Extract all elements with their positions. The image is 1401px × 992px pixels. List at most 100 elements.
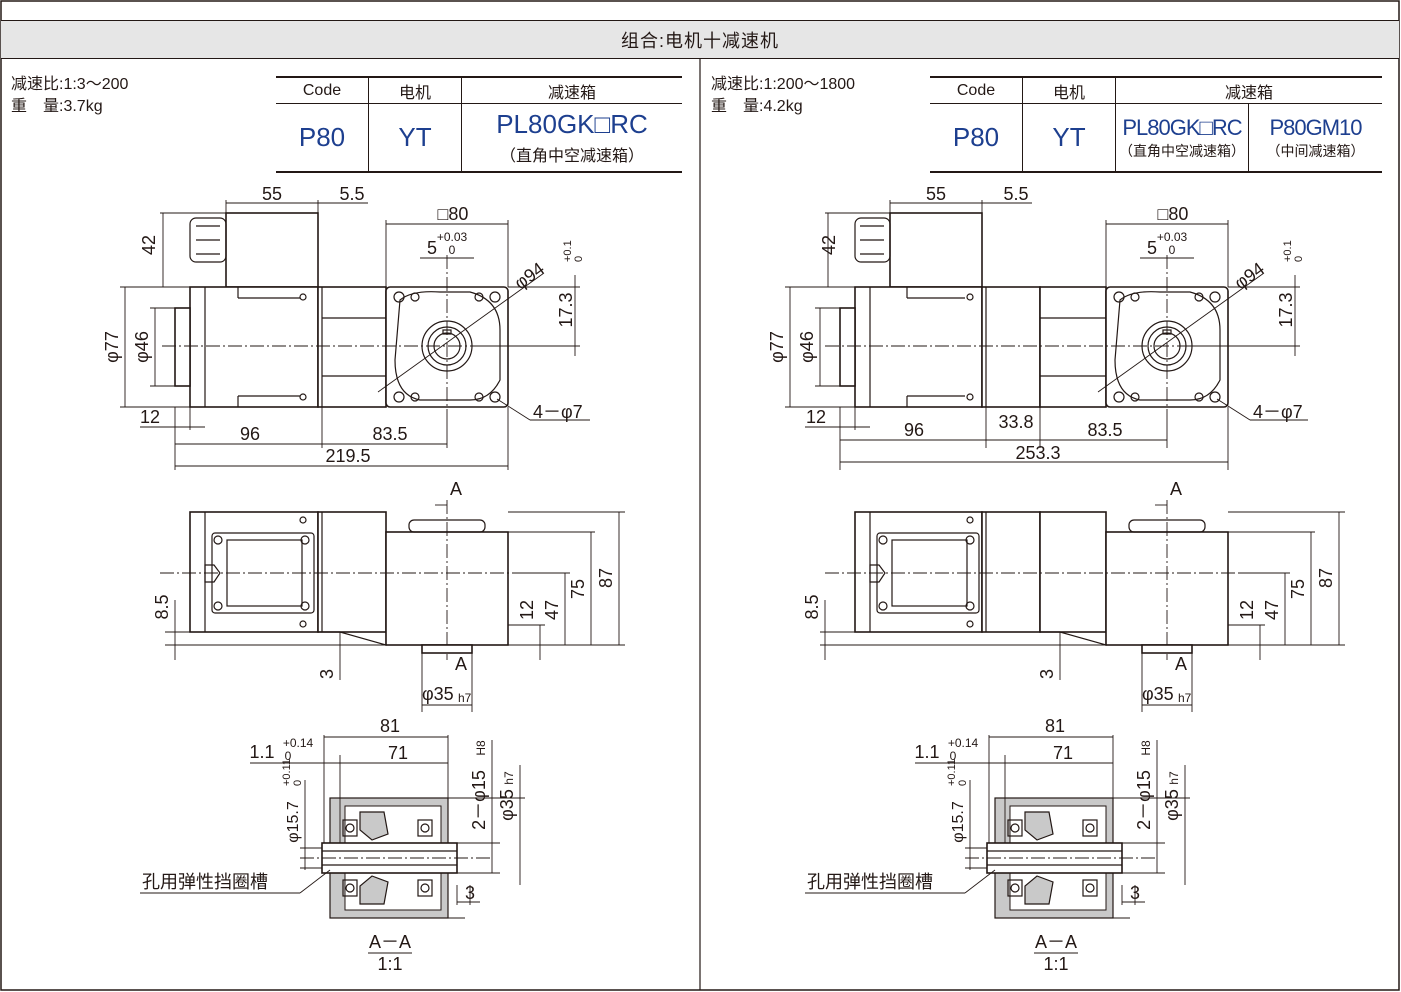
dim-71: 71: [388, 743, 408, 763]
right-motor: YT: [1052, 122, 1086, 152]
right-code: P80: [952, 122, 1000, 152]
section-scale: 1:1: [1043, 954, 1068, 974]
section-a-bottom: A: [1175, 654, 1187, 674]
section-a-bottom: A: [455, 654, 467, 674]
dim-12-side: 12: [517, 600, 537, 620]
right-gearbox: PL80GK□RC: [1122, 114, 1242, 140]
dim-33-8: 33.8: [998, 412, 1033, 432]
right-weight: 重 量:4.2kg: [711, 98, 803, 115]
motor-rear-cap: [174, 307, 191, 387]
circlip-groove-label: 孔用弹性挡圈槽: [807, 872, 933, 892]
gearbox-adapter: [317, 286, 387, 408]
dim-5-5: 5.5: [1003, 184, 1028, 204]
dim-phi35-section: φ35: [1162, 789, 1182, 821]
dim-phi94: φ94: [511, 258, 548, 293]
left-gearbox: PL80GK□RC: [496, 109, 648, 139]
cable-gland: [854, 217, 891, 263]
col-motor: 电机: [1022, 76, 1116, 104]
dim-55: 55: [262, 184, 282, 204]
dim-47: 47: [542, 600, 562, 620]
dim-96: 96: [240, 424, 260, 444]
circlip-groove-label: 孔用弹性挡圈槽: [142, 872, 268, 892]
dim-phi77: φ77: [102, 331, 122, 363]
dim-4-phi7: 4－φ7: [1253, 402, 1303, 422]
dim-1-1: 1.1: [914, 742, 939, 762]
dim-12: 12: [140, 407, 160, 427]
dim-17-3: 17.3: [556, 292, 576, 327]
right-drawing: 55 5.5 42 □80 5 +0.03 0 φ94 17.3 +0.1 0 …: [767, 184, 1345, 974]
dim-83-5: 83.5: [1087, 420, 1122, 440]
tol-15-7-upper: +0.11: [281, 759, 293, 786]
dim-2-phi15: 2－φ15: [1134, 770, 1154, 830]
dim-83-5: 83.5: [372, 424, 407, 444]
left-motor: YT: [398, 122, 432, 152]
tol-15-7-upper: +0.11: [946, 759, 958, 786]
fit-h7: h7: [458, 691, 472, 705]
dim-8-5: 8.5: [802, 594, 822, 619]
combination-title-bar: 组合:电机十减速机: [1, 20, 1399, 59]
dim-1-1: 1.1: [249, 742, 274, 762]
dim-8-5: 8.5: [152, 594, 172, 619]
dim-96: 96: [904, 420, 924, 440]
tol-1-1-lower: 0: [285, 749, 292, 763]
fit-h7: h7: [1178, 691, 1192, 705]
right-code-table: Code 电机 减速箱 P80 YT PL80GK□RC （直角中空减速箱） P…: [930, 76, 1382, 173]
gearbox-adapter: [1039, 286, 1107, 408]
dim-phi15-7: φ15.7: [285, 801, 302, 843]
dim-75: 75: [1288, 579, 1308, 599]
dim-219-5: 219.5: [325, 446, 370, 466]
dim-2-phi15: 2－φ15: [469, 770, 489, 830]
dim-square-80: □80: [438, 204, 469, 224]
fit-H8: H8: [1139, 740, 1153, 756]
dim-3: 3: [317, 669, 337, 679]
motor-side: [854, 511, 983, 633]
dim-42: 42: [139, 235, 159, 255]
tol-17-lower: 0: [573, 256, 585, 262]
left-code-table: Code 电机 减速箱 P80 YT PL80GK□RC （直角中空减速箱）: [276, 76, 682, 173]
dim-square-80: □80: [1158, 204, 1189, 224]
dim-5: 5: [1147, 238, 1157, 258]
tol-15-7-lower: 0: [957, 780, 969, 786]
tol-17-upper: +0.1: [1282, 240, 1294, 262]
dim-12: 12: [806, 407, 826, 427]
section-label: A－A: [1035, 932, 1077, 952]
col-motor: 电机: [368, 76, 462, 104]
dim-phi35-section: φ35: [497, 789, 517, 821]
dim-5: 5: [427, 238, 437, 258]
adapter-side: [1039, 511, 1107, 633]
dim-71: 71: [1053, 743, 1073, 763]
col-gearbox: 减速箱: [1115, 76, 1382, 104]
dim-phi77: φ77: [767, 331, 787, 363]
dim-81: 81: [1045, 716, 1065, 736]
dim-55: 55: [926, 184, 946, 204]
dim-87: 87: [1316, 568, 1336, 588]
dim-phi94: φ94: [1231, 258, 1268, 293]
right-gearbox-note: （直角中空减速箱）: [1119, 142, 1245, 159]
fit-H8: H8: [474, 740, 488, 756]
dim-47: 47: [1262, 600, 1282, 620]
dim-4-phi7: 4－φ7: [533, 402, 583, 422]
right-ratio: 减速比:1:200～1800: [711, 76, 856, 93]
tol-17-upper: +0.1: [562, 240, 574, 262]
left-code: P80: [298, 122, 346, 152]
tol-1-1-upper: +0.14: [948, 736, 979, 750]
fit-h7-section: h7: [1167, 771, 1181, 785]
dim-87: 87: [596, 568, 616, 588]
motor-body: [854, 286, 983, 408]
left-weight: 重 量:3.7kg: [11, 98, 103, 115]
dim-81: 81: [380, 716, 400, 736]
section-label: A－A: [369, 932, 411, 952]
adapter-side: [317, 511, 387, 633]
dim-phi46: φ46: [797, 331, 817, 363]
motor-rear-cap: [839, 307, 856, 387]
dim-phi35: φ35: [422, 684, 454, 704]
mid-gearbox-side: [981, 511, 1041, 633]
dim-3-section: 3: [1130, 883, 1140, 903]
tol-5-upper: +0.03: [437, 230, 468, 244]
dim-17-3: 17.3: [1276, 292, 1296, 327]
dim-5-5: 5.5: [339, 184, 364, 204]
terminal-box: [225, 212, 319, 288]
left-ratio: 减速比:1:3～200: [11, 76, 129, 93]
